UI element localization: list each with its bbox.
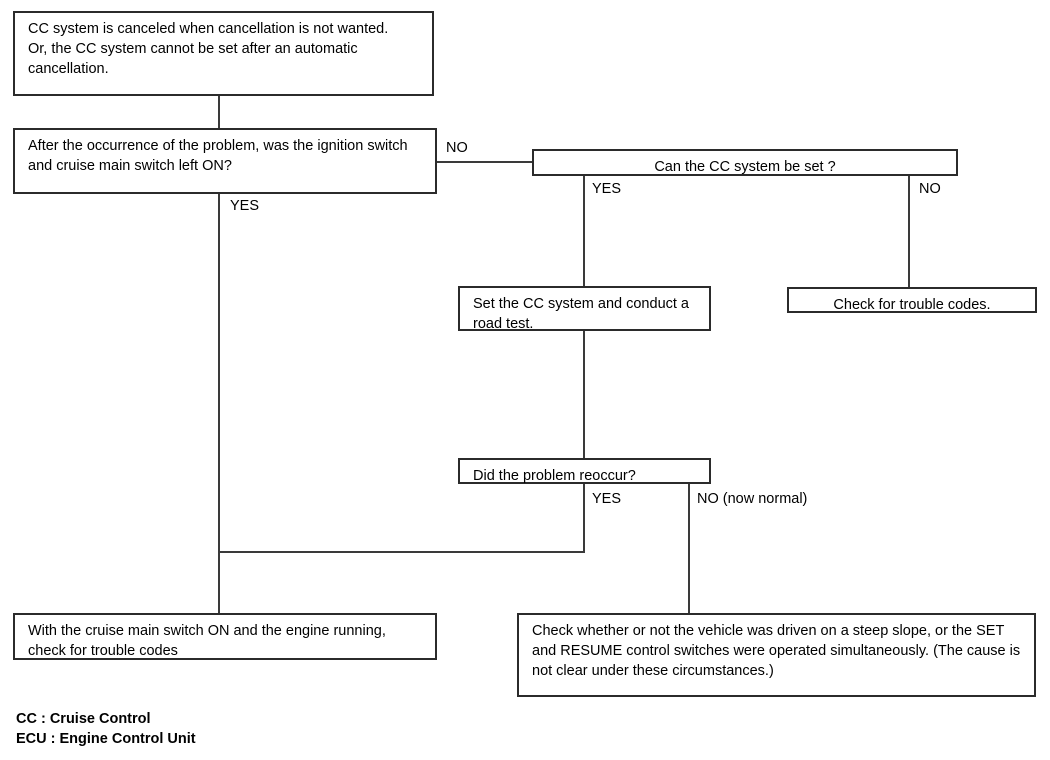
edge-label-question1-no: NO xyxy=(446,140,468,156)
edge-label-question1-yes: YES xyxy=(230,198,260,214)
node-question-switch-left-on: After the occurrence of the problem, was… xyxy=(13,128,437,194)
connector-reoccur-no-vertical xyxy=(688,483,690,613)
connector-symptom-to-question1 xyxy=(218,96,220,128)
edge-label-reoccur-yes: YES xyxy=(592,491,622,507)
connector-canset-no-vertical xyxy=(908,176,910,287)
node-set-and-road-test: Set the CC system and conduct a road tes… xyxy=(458,286,711,332)
connector-canset-yes-vertical xyxy=(583,176,585,286)
connector-roadtest-to-reoccur xyxy=(583,330,585,459)
node-question-reoccur: Did the problem reoccur? xyxy=(458,458,711,484)
edge-label-reoccur-no: NO (now normal) xyxy=(697,491,808,507)
legend-cc: CC : Cruise Control xyxy=(16,711,151,727)
connector-reoccur-yes-vertical xyxy=(583,483,585,553)
node-check-trouble-codes-bottom-left: With the cruise main switch ON and the e… xyxy=(13,613,437,660)
edge-label-canset-yes: YES xyxy=(592,181,622,197)
connector-question1-yes-vertical xyxy=(218,194,220,614)
legend-ecu: ECU : Engine Control Unit xyxy=(16,731,196,747)
node-symptom: CC system is canceled when cancellation … xyxy=(13,11,434,96)
node-check-trouble-codes-right: Check for trouble codes. xyxy=(787,287,1037,313)
connector-reoccur-yes-horizontal xyxy=(218,551,585,553)
connector-question1-no-horizontal xyxy=(437,161,533,163)
node-check-steep-slope: Check whether or not the vehicle was dri… xyxy=(517,613,1036,697)
node-question-can-set: Can the CC system be set ? xyxy=(532,149,958,176)
edge-label-canset-no: NO xyxy=(919,181,941,197)
